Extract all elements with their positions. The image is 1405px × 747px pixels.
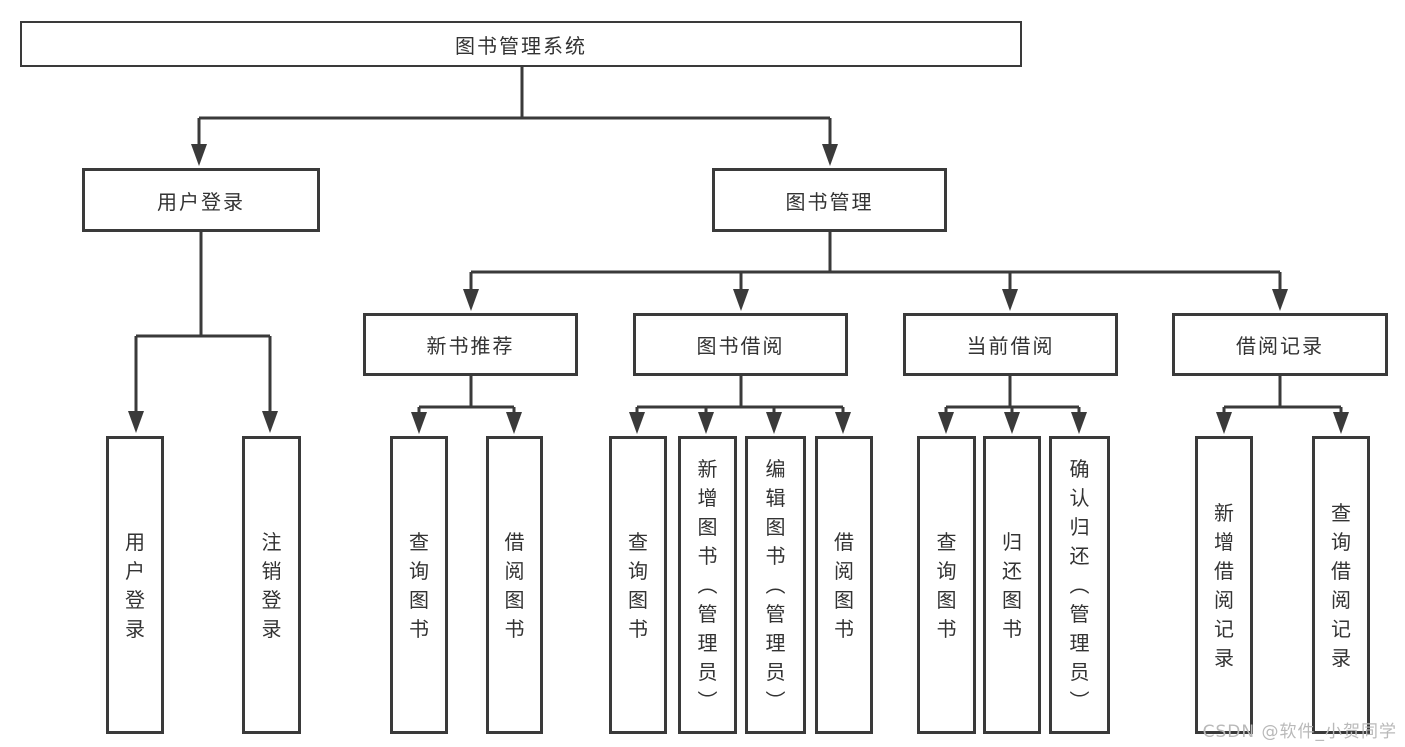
leaf-query-borrow-record-label: 查询借阅记录 (1331, 500, 1351, 670)
node-user-login-label: 用户登录 (157, 189, 245, 214)
csdn-watermark: CSDN @软件_小贺同学 (1202, 722, 1397, 742)
node-book-borrow-label: 图书借阅 (696, 334, 785, 358)
leaf-borrow-books: 借阅图书 (815, 436, 873, 734)
connector-book-management-split (463, 232, 1288, 311)
leaf-add-book-admin: 新增图书︵管理员︶ (678, 436, 737, 734)
leaf-add-book-admin-label: 新增图书︵管理员︶ (697, 457, 718, 713)
leaf-query-books-borrow-label: 查询图书 (628, 529, 648, 641)
node-new-book-recommend-label: 新书推荐 (426, 334, 515, 358)
node-user-login: 用户登录 (82, 168, 320, 232)
leaf-query-books-current-label: 查询图书 (936, 529, 957, 641)
connector-book-borrow-split (629, 376, 851, 434)
node-borrow-records: 借阅记录 (1172, 313, 1388, 376)
leaf-user-login-label: 用户登录 (125, 529, 145, 641)
leaf-return-book: 归还图书 (983, 436, 1041, 734)
leaf-query-books-recommend-label: 查询图书 (409, 529, 429, 641)
leaf-return-book-label: 归还图书 (1002, 529, 1022, 641)
leaf-borrow-books-label: 借阅图书 (834, 529, 854, 641)
connector-borrow-records-split (1216, 376, 1349, 434)
leaf-borrow-books-recommend-label: 借阅图书 (504, 529, 525, 641)
node-current-borrow: 当前借阅 (903, 313, 1118, 376)
connector-user-login-split (128, 232, 278, 433)
leaf-logout-label: 注销登录 (261, 529, 282, 641)
leaf-user-login: 用户登录 (106, 436, 164, 734)
node-borrow-records-label: 借阅记录 (1236, 334, 1324, 358)
node-book-management: 图书管理 (712, 168, 947, 232)
node-book-borrow: 图书借阅 (633, 313, 848, 376)
leaf-confirm-return-admin-label: 确认归还︵管理员︶ (1069, 457, 1090, 713)
leaf-edit-book-admin-label: 编辑图书︵管理员︶ (765, 457, 786, 713)
node-new-book-recommend: 新书推荐 (363, 313, 578, 376)
node-book-management-label: 图书管理 (785, 189, 874, 214)
leaf-borrow-books-recommend: 借阅图书 (486, 436, 543, 734)
connector-root-split (191, 67, 838, 166)
leaf-query-books-current: 查询图书 (917, 436, 976, 734)
leaf-confirm-return-admin: 确认归还︵管理员︶ (1049, 436, 1110, 734)
leaf-query-borrow-record: 查询借阅记录 (1312, 436, 1370, 734)
leaf-query-books-borrow: 查询图书 (609, 436, 667, 734)
leaf-add-borrow-record: 新增借阅记录 (1195, 436, 1253, 734)
leaf-logout: 注销登录 (242, 436, 301, 734)
node-root: 图书管理系统 (20, 21, 1022, 67)
leaf-edit-book-admin: 编辑图书︵管理员︶ (745, 436, 806, 734)
leaf-add-borrow-record-label: 新增借阅记录 (1214, 500, 1234, 670)
leaf-query-books-recommend: 查询图书 (390, 436, 448, 734)
connector-current-borrow-split (938, 376, 1087, 434)
node-root-label: 图书管理系统 (455, 33, 587, 58)
node-current-borrow-label: 当前借阅 (966, 334, 1055, 358)
connector-new-book-recommend-split (411, 376, 522, 434)
